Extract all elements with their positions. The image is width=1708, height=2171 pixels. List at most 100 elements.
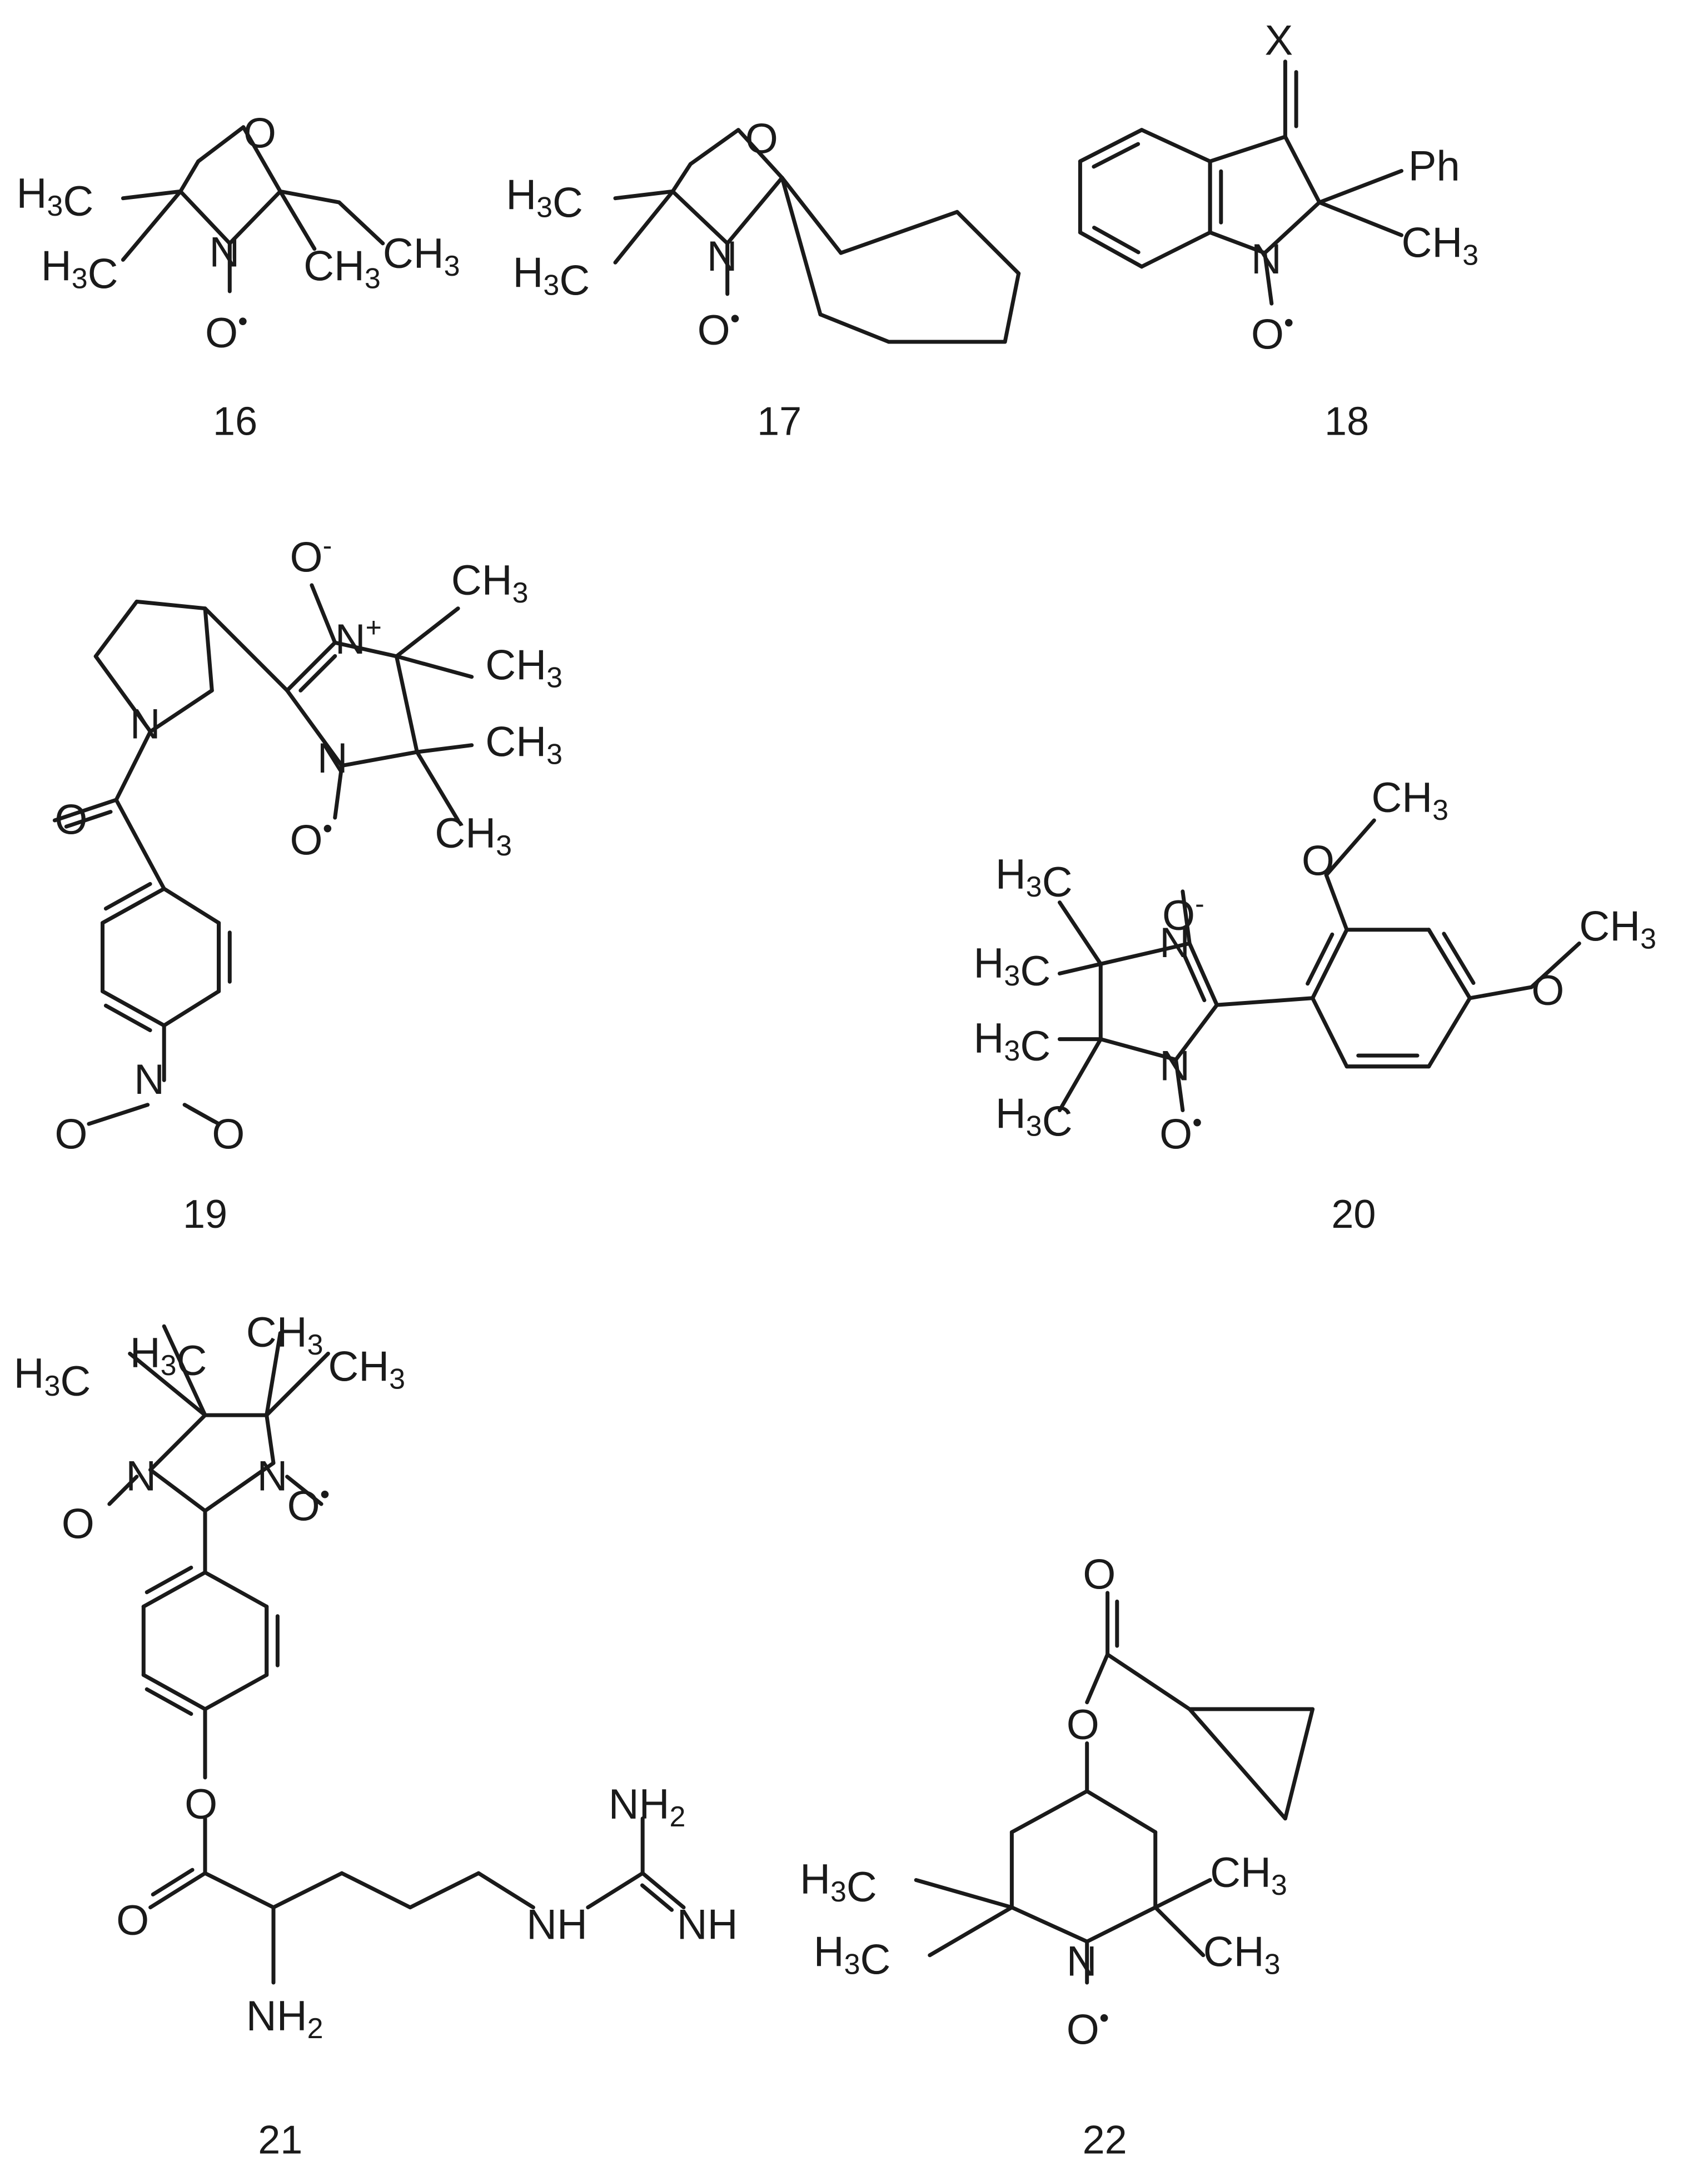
pyrrolidine-19: [93, 599, 139, 659]
bond-98: [1153, 1878, 1212, 1910]
amine-21b-H: H: [639, 1781, 670, 1828]
bond-10: [1078, 128, 1144, 163]
methyl-17a-sub3: 3: [536, 191, 552, 223]
bond-72: [141, 1673, 207, 1711]
bond-35: [187, 1106, 216, 1123]
oxyl-19-radical: •: [323, 813, 333, 844]
bond-1: [121, 189, 183, 201]
atom-n-17: N: [707, 233, 738, 280]
oxyl-22-O: O: [1067, 2006, 1099, 2054]
atom-o-21c: O: [116, 1897, 149, 1944]
methyl-21d-sub3: 3: [389, 1363, 405, 1396]
bond-65: [265, 1331, 282, 1417]
methyl-19c-sub3: 3: [546, 738, 562, 770]
methyl-18: CH3: [1402, 220, 1479, 272]
amine-21-H: H: [277, 1993, 307, 2040]
bond-63: [162, 1324, 207, 1417]
atom-o-20a: O: [1302, 837, 1334, 884]
methyl-20f-sub3: 3: [1640, 923, 1656, 955]
methyl-17a-C: C: [552, 179, 583, 226]
bond-88: [640, 1871, 686, 1910]
bond-14: [1078, 230, 1144, 269]
ring-16: [227, 189, 282, 246]
bond-43: [333, 764, 344, 820]
methyl-17a: H3C: [506, 171, 583, 226]
ring-17: [670, 162, 693, 193]
methyl-16c-sub3: 3: [365, 262, 381, 295]
bond-5: [278, 189, 317, 251]
amine-21-sub2: 2: [307, 2013, 323, 2045]
benzene-21: [203, 1673, 269, 1711]
bond-29: [103, 1003, 152, 1033]
imidazolidine-21: [148, 1413, 207, 1472]
methyl-21c-H: H: [277, 1309, 307, 1356]
methyl-19c: CH3: [485, 718, 562, 770]
oxide-19-minus: -: [323, 530, 332, 561]
methyl-21d-C: C: [328, 1343, 358, 1391]
atom-n-19a-N: N: [130, 700, 161, 748]
bond-92: [1085, 1652, 1110, 1705]
methyl-19b-H: H: [516, 642, 546, 689]
methyl-21c-sub3: 3: [307, 1329, 323, 1361]
bond-28: [101, 989, 166, 1028]
piperidine-22: [1009, 1789, 1089, 1834]
methyl-21d: CH3: [328, 1343, 405, 1396]
bond-97: [928, 1905, 1014, 1958]
methyl-20a: H3C: [995, 851, 1073, 906]
methyl-17a-H: H: [506, 171, 536, 218]
atom-n-21b-N: N: [257, 1452, 288, 1500]
bond-31: [103, 882, 152, 911]
methyl-20c: H3C: [974, 1015, 1051, 1070]
bond-19: [1317, 200, 1403, 237]
piperidine-22: [1085, 1789, 1158, 1834]
pyrrolidine-19: [93, 654, 153, 734]
bond-20: [1263, 251, 1274, 306]
methyl-21a-C: C: [177, 1337, 207, 1385]
cyclohexane-17: [780, 176, 823, 317]
methyl-22c: CH3: [1210, 1849, 1287, 1901]
atom-n-20a: N: [1159, 919, 1190, 967]
methyl-16c-H: H: [334, 242, 365, 290]
atom-o-21a-O: O: [62, 1501, 94, 1548]
methyl-20a-C: C: [1042, 859, 1073, 906]
bond-36: [285, 640, 337, 693]
imidazoline-19: [285, 688, 344, 768]
bond-2: [121, 189, 183, 262]
atom-n-19b: N: [134, 1056, 165, 1103]
benzene-20: [1311, 996, 1349, 1069]
ring-17: [688, 128, 740, 166]
oxyl-21-O: O: [287, 1483, 320, 1530]
methyl-20b-C: C: [1020, 948, 1050, 995]
bond-67: [107, 1475, 139, 1506]
oxide-20: O-: [1162, 888, 1204, 939]
phenyl-18: Ph: [1408, 143, 1460, 190]
ring-16: [241, 125, 282, 193]
benzene-20: [1427, 996, 1472, 1069]
compound-number-22: 22: [1083, 2118, 1127, 2163]
atom-o-19b: O: [54, 1111, 87, 1158]
substituent-x-18: X: [1265, 17, 1293, 64]
pyrrolidine-19: [148, 688, 214, 734]
bond-23: [52, 798, 118, 823]
cyclopropane-22: [1283, 1707, 1315, 1821]
atom-n-19c: N+: [335, 612, 382, 663]
compound-number-19: 19: [183, 1192, 227, 1237]
methyl-22b-H: H: [814, 1929, 844, 1976]
oxyl-19: O•: [290, 813, 333, 864]
methyl-20b-H: H: [974, 940, 1004, 987]
methyl-20e: CH3: [1371, 774, 1448, 826]
oxyl-20: O•: [1159, 1107, 1202, 1158]
oxyl-18: O•: [1251, 307, 1294, 358]
bond-79: [151, 1868, 195, 1896]
methyl-20e-C: C: [1371, 774, 1402, 821]
atom-o-19a: O: [54, 796, 87, 844]
methyl-16b: H3C: [41, 242, 118, 297]
ring-18: [1208, 230, 1267, 255]
imine-nh-21a: NH: [526, 1901, 587, 1948]
methyl-19b-sub3: 3: [546, 662, 562, 694]
bond-68: [285, 1475, 323, 1506]
methyl-22d-C: C: [1203, 1929, 1234, 1976]
oxyl-22: O•: [1067, 2003, 1109, 2054]
